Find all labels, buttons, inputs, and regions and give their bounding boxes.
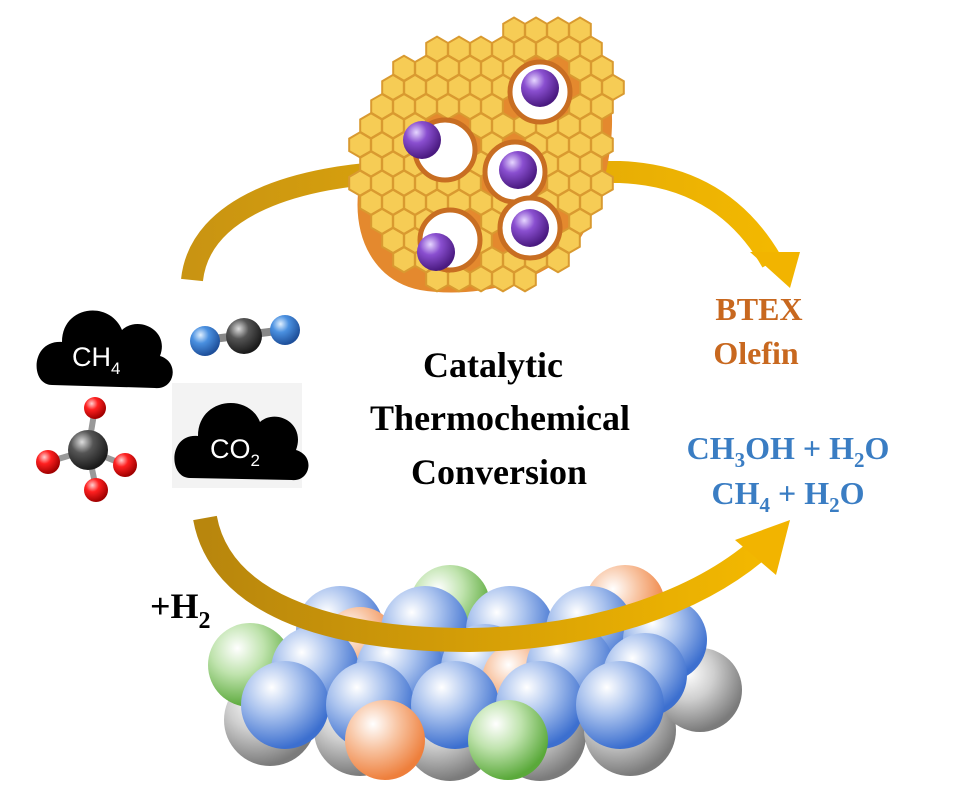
metal-atom bbox=[499, 151, 537, 189]
bottom-reaction-arrow bbox=[193, 515, 790, 653]
co2-label: CO bbox=[210, 434, 251, 464]
linear-molecule-icon bbox=[190, 315, 300, 356]
zeolite-cell bbox=[392, 246, 416, 274]
nanoparticle bbox=[576, 661, 664, 749]
metal-atom bbox=[403, 121, 441, 159]
carbonate-molecule-icon bbox=[36, 397, 137, 502]
products-top: BTEX Olefin bbox=[713, 291, 802, 371]
title-line-2: Thermochemical bbox=[370, 398, 630, 438]
product-olefin: Olefin bbox=[713, 335, 799, 371]
ch4-label: CH bbox=[72, 342, 111, 372]
ch4-cloud: CH4 bbox=[36, 310, 173, 389]
products-bottom: CH3OH + H2O CH4 + H2O bbox=[687, 430, 890, 517]
hydrogen-label: +H2 bbox=[150, 586, 211, 634]
product-btex: BTEX bbox=[715, 291, 802, 327]
center-title: Catalytic Thermochemical Conversion bbox=[370, 345, 630, 492]
zeolite-cell bbox=[513, 265, 537, 293]
product-methane-water: CH4 + H2O bbox=[711, 475, 864, 517]
svg-text:CO2: CO2 bbox=[210, 434, 260, 470]
product-methanol-water: CH3OH + H2O bbox=[687, 430, 890, 472]
metal-atom bbox=[521, 69, 559, 107]
title-line-1: Catalytic bbox=[423, 345, 563, 385]
nanoparticle bbox=[345, 700, 425, 780]
zeolite-cell bbox=[469, 265, 493, 293]
metal-atom bbox=[417, 233, 455, 271]
zeolite-cell bbox=[535, 35, 559, 63]
nanoparticle bbox=[468, 700, 548, 780]
title-line-3: Conversion bbox=[411, 452, 587, 492]
bottom-arrow-head bbox=[735, 520, 790, 575]
zeolite-cell bbox=[491, 265, 515, 293]
co2-subscript: 2 bbox=[251, 451, 260, 470]
svg-text:CH4: CH4 bbox=[72, 342, 120, 378]
nanoparticle bbox=[241, 661, 329, 749]
top-arrow-head bbox=[750, 252, 800, 288]
co2-cloud: CO2 bbox=[174, 402, 309, 481]
zeolite-catalyst bbox=[348, 16, 625, 293]
ch4-subscript: 4 bbox=[111, 359, 120, 378]
zeolite-cell bbox=[436, 92, 460, 121]
zeolite-cell bbox=[546, 246, 570, 274]
metal-atom bbox=[511, 209, 549, 247]
